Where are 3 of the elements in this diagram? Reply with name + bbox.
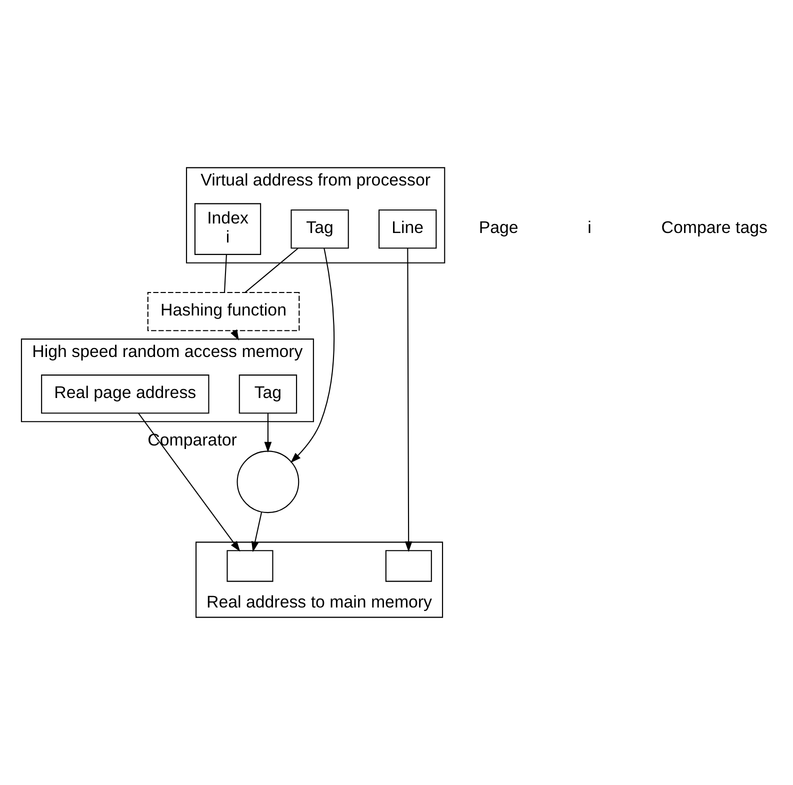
label: Compare tags bbox=[661, 218, 768, 238]
label: i bbox=[588, 218, 592, 238]
label: Page bbox=[478, 218, 518, 238]
